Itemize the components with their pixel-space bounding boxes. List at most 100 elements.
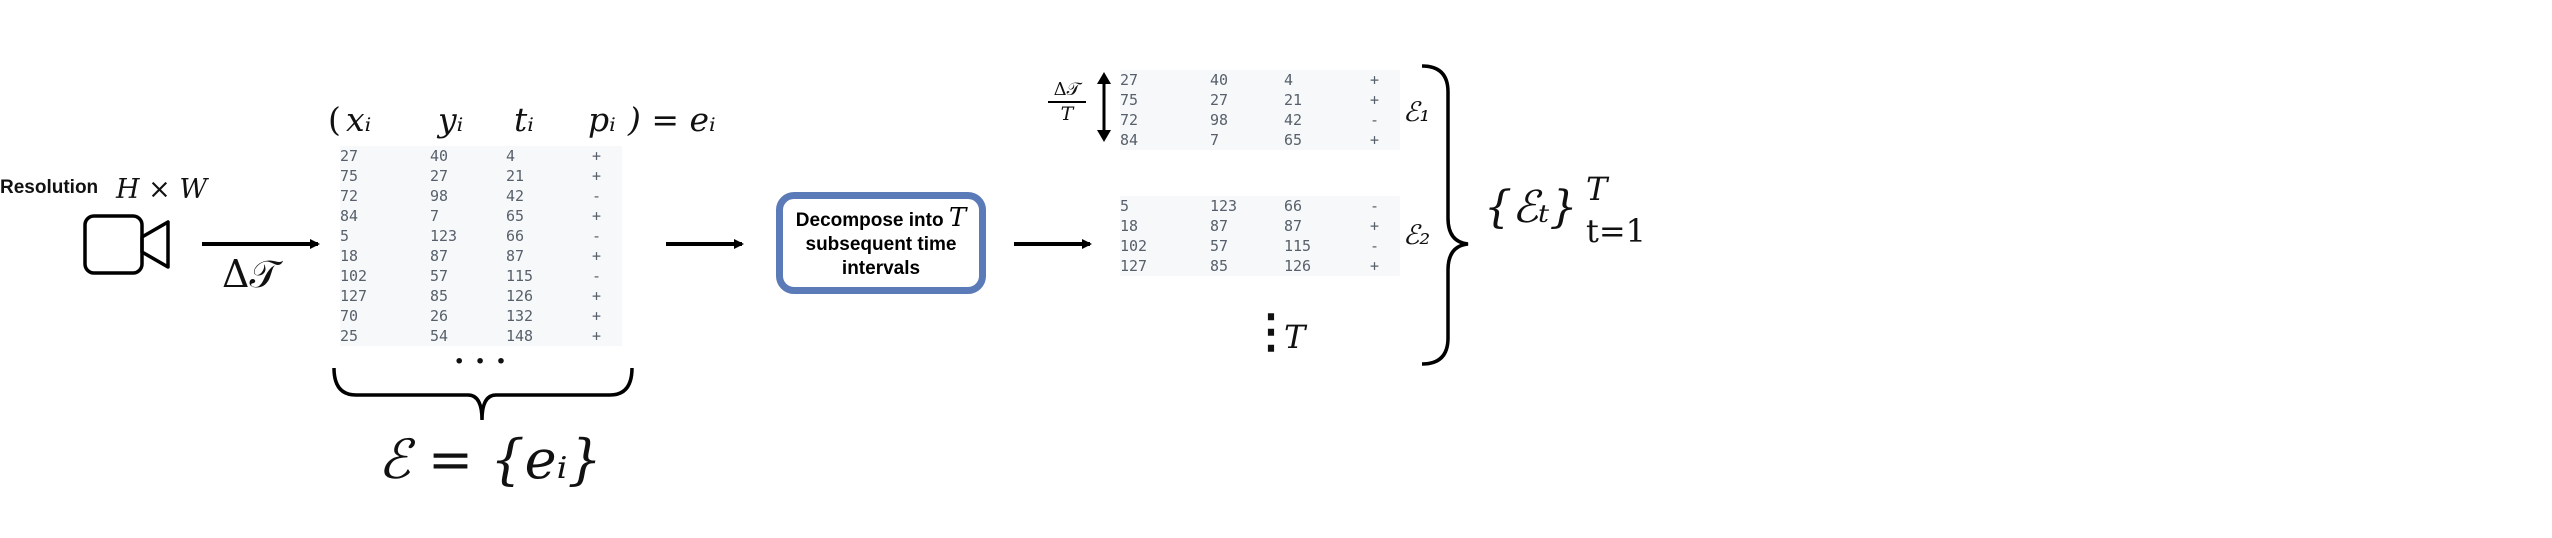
events-cell: 75 (340, 167, 359, 185)
interval_1-cell: 65 (1284, 131, 1303, 149)
events-cell: 102 (340, 267, 368, 285)
interval_1-row: 72 98 42 - (1120, 110, 1400, 130)
events-cell: 70 (340, 307, 359, 325)
resolution-value: H × W (116, 174, 208, 205)
interval_2-cell: 87 (1210, 217, 1229, 235)
events-cell: 42 (506, 187, 525, 205)
result-set-sub: t=1 (1586, 212, 1647, 250)
events-cell: 98 (430, 187, 449, 205)
event-header-x: xᵢ (346, 100, 372, 139)
events-cell: 66 (506, 227, 525, 245)
intervals-brace (1421, 64, 1469, 366)
event-header-y: yᵢ (438, 100, 464, 139)
interval_1-cell: 4 (1284, 71, 1294, 89)
resolution-label: Resolution (0, 177, 99, 198)
interval_1-cell: 75 (1120, 91, 1139, 109)
events-cell: + (592, 327, 602, 345)
interval_2-cell: - (1370, 237, 1380, 255)
interval-fraction-denominator: T (1060, 103, 1074, 125)
interval_1-cell: + (1370, 91, 1380, 109)
interval_1-cell: 42 (1284, 111, 1303, 129)
events-row: 102 57 115 - (340, 266, 622, 286)
delta-t-label: Δ𝒯 (222, 252, 279, 296)
interval_1-cell: 84 (1120, 131, 1139, 149)
events-cell: 21 (506, 167, 525, 185)
events-cell: + (592, 287, 602, 305)
intervals-count: T (1284, 318, 1306, 356)
events-cell: - (592, 267, 602, 285)
decompose-text-var: T (948, 202, 967, 233)
events-cell: - (592, 187, 602, 205)
events-cell: + (592, 247, 602, 265)
interval_1-cell: - (1370, 111, 1380, 129)
events-cell: 57 (430, 267, 449, 285)
events-cell: 25 (340, 327, 359, 345)
events-brace (332, 367, 634, 421)
interval_1-cell: + (1370, 71, 1380, 89)
event-header-open-paren: ( (328, 100, 341, 139)
interval-1-label: ℰ₁ (1403, 97, 1431, 128)
events-cell: 148 (506, 327, 534, 345)
interval_2-cell: + (1370, 257, 1380, 275)
interval_2-cell: 66 (1284, 197, 1303, 215)
interval_2-cell: 127 (1120, 257, 1148, 275)
events-cell: 85 (430, 287, 449, 305)
result-set-base: {ℰₜ} (1484, 182, 1578, 233)
interval-length-arrow (1097, 72, 1111, 142)
events-cell: 84 (340, 207, 359, 225)
events-cell: + (592, 307, 602, 325)
interval_1-row: 84 7 65 + (1120, 130, 1400, 150)
interval_2-cell: 87 (1284, 217, 1303, 235)
events-cell: 26 (430, 307, 449, 325)
events-cell: 40 (430, 147, 449, 165)
events-cell: 87 (430, 247, 449, 265)
interval_1-cell: 72 (1120, 111, 1139, 129)
interval_2-row: 127 85 126 + (1120, 256, 1400, 276)
interval_2-cell: 123 (1210, 197, 1238, 215)
interval_2-cell: 115 (1284, 237, 1312, 255)
interval_1-cell: 27 (1210, 91, 1229, 109)
interval_1-cell: 40 (1210, 71, 1229, 89)
events-cell: 5 (340, 227, 350, 245)
events-cell: 115 (506, 267, 534, 285)
decompose-text-suffix: subsequent time intervals (805, 233, 957, 279)
events-cell: 7 (430, 207, 440, 225)
events-cell: 72 (340, 187, 359, 205)
events-cell: + (592, 147, 602, 165)
events-cell: 127 (340, 287, 368, 305)
events-cell: 27 (340, 147, 359, 165)
camera-icon (83, 214, 170, 275)
interval_1-cell: 7 (1210, 131, 1220, 149)
interval_1-row: 27 40 4 + (1120, 70, 1400, 90)
events-cell: 87 (506, 247, 525, 265)
interval_2-cell: 85 (1210, 257, 1229, 275)
interval-2-label: ℰ₂ (1403, 220, 1431, 251)
interval_1-cell: + (1370, 131, 1380, 149)
interval_2-cell: 126 (1284, 257, 1312, 275)
result-set-sup: T (1586, 170, 1608, 208)
interval_1-row: 75 27 21 + (1120, 90, 1400, 110)
interval_1-cell: 98 (1210, 111, 1229, 129)
event-header-close: ) = eᵢ (628, 100, 716, 139)
events-cell: - (592, 227, 602, 245)
decompose-box: Decompose into T subsequent time interva… (776, 192, 986, 294)
interval_2-cell: 102 (1120, 237, 1148, 255)
event-header-p: pᵢ (588, 100, 616, 139)
event-header-t: tᵢ (514, 100, 534, 139)
events-cell: + (592, 207, 602, 225)
interval_1-cell: 21 (1284, 91, 1303, 109)
interval_1-cell: 27 (1120, 71, 1139, 89)
